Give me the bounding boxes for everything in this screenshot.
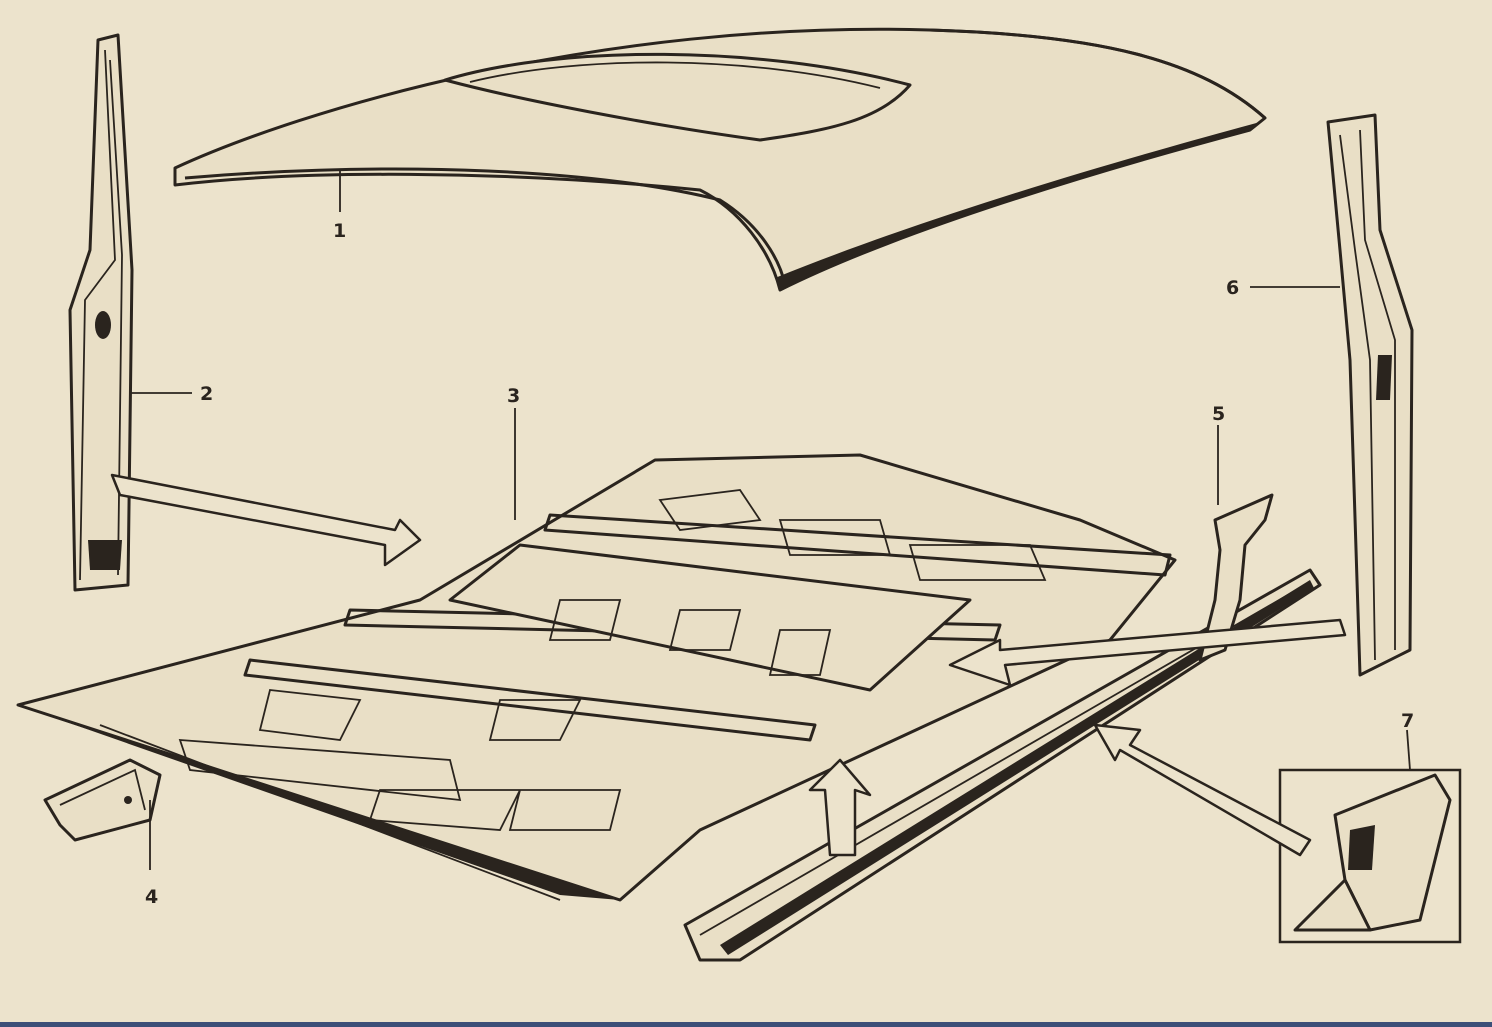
- seal-inset: [1278, 768, 1462, 944]
- label-part-5: 5: [1212, 403, 1225, 425]
- bottom-border-bar: [0, 1022, 1492, 1027]
- floor-pan: [16, 453, 1177, 902]
- wheel-arch-piece: [1198, 493, 1274, 662]
- label-part-7: 7: [1401, 710, 1414, 732]
- roof-panel: [173, 27, 1267, 292]
- sill-member: [683, 568, 1322, 962]
- label-part-6: 6: [1226, 277, 1239, 299]
- label-part-3: 3: [507, 385, 520, 407]
- left-pillar: [68, 33, 134, 592]
- label-part-1: 1: [333, 220, 346, 242]
- label-part-4: 4: [145, 886, 158, 908]
- label-part-2: 2: [200, 383, 213, 405]
- assembly-arrows: [110, 473, 1347, 857]
- cross-member: [43, 758, 162, 842]
- right-pillar: [1326, 113, 1414, 677]
- leader-lines: [130, 170, 1411, 870]
